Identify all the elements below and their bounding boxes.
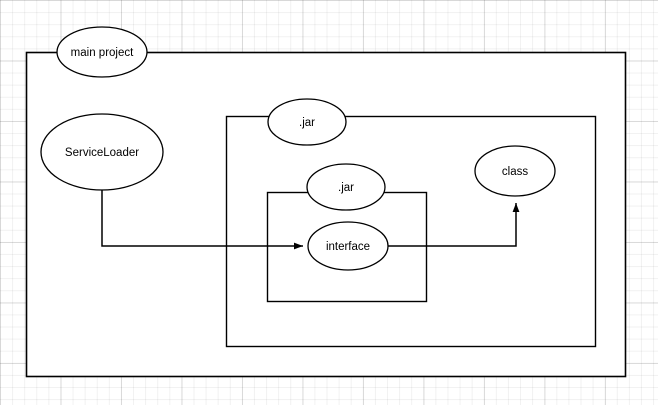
jar-inner-label: .jar [338, 182, 354, 194]
edges-group [101, 190, 520, 250]
service-loader-label: ServiceLoader [65, 147, 139, 159]
service-loader-ellipse[interactable] [40, 113, 164, 191]
node-service-loader[interactable]: ServiceLoader [40, 113, 164, 191]
containers-group [25, 51, 627, 378]
interface-ellipse[interactable] [307, 221, 389, 271]
class-ellipse[interactable] [474, 145, 556, 197]
jar-inner-ellipse[interactable] [306, 163, 386, 211]
main-project-ellipse[interactable] [56, 26, 148, 78]
edge-interface-to-class[interactable] [388, 203, 520, 247]
node-main-project[interactable]: main project [56, 26, 148, 78]
interface-label: interface [326, 241, 370, 253]
node-class[interactable]: class [474, 145, 556, 197]
nodes-group: main project ServiceLoader .jar .jar int… [40, 26, 556, 271]
jar-outer-ellipse[interactable] [267, 98, 347, 146]
edge-serviceloader-to-interface[interactable] [101, 190, 303, 250]
node-jar-inner[interactable]: .jar [306, 163, 386, 211]
jar-outer-label: .jar [299, 117, 315, 129]
class-label: class [502, 166, 528, 178]
main-project-label: main project [71, 47, 134, 59]
node-interface[interactable]: interface [307, 221, 389, 271]
node-jar-outer[interactable]: .jar [267, 98, 347, 146]
